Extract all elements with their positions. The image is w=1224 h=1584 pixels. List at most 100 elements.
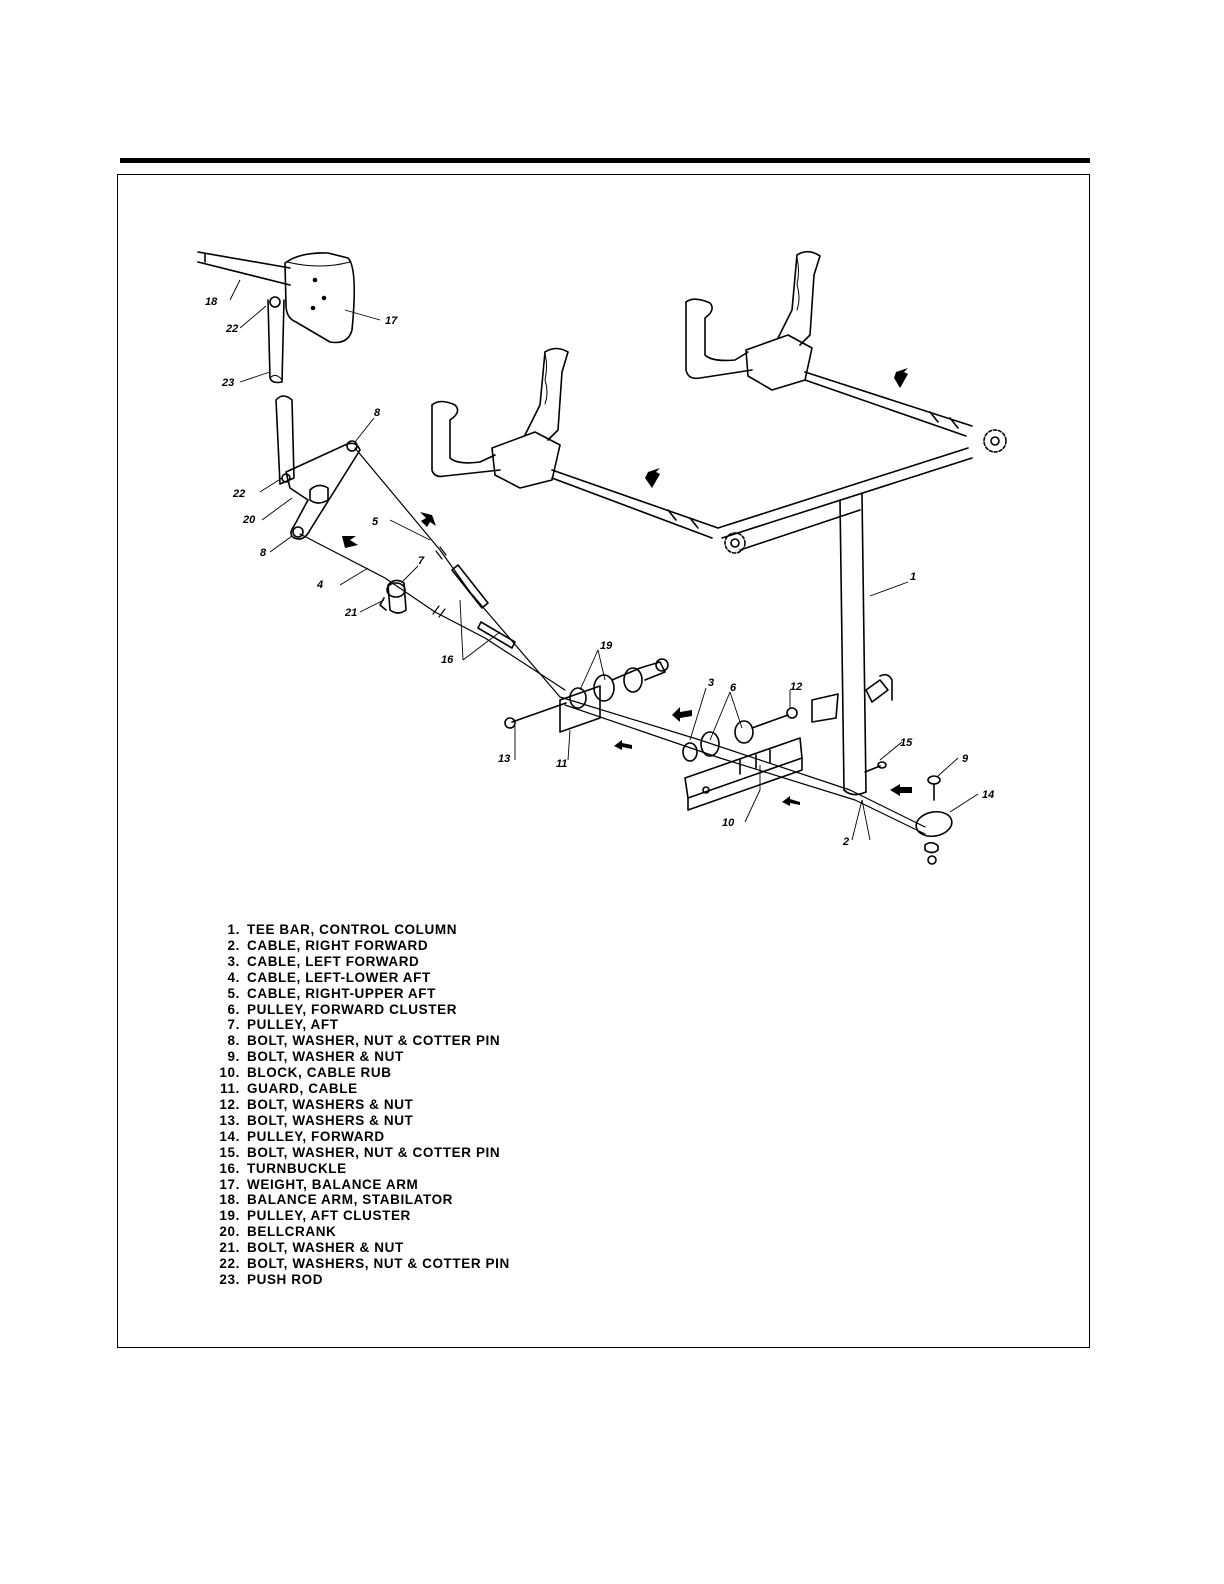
bolt-15: [864, 761, 887, 773]
legend-item: 3.CABLE, LEFT FORWARD: [200, 954, 510, 970]
legend-item: 20.BELLCRANK: [200, 1224, 510, 1240]
legend-item: 12. BOLT, WASHERS & NUT: [200, 1097, 510, 1113]
legend-item: 21.BOLT, WASHER & NUT: [200, 1240, 510, 1256]
legend-item-label: CABLE, RIGHT FORWARD: [247, 937, 429, 953]
balance-arm-stabilator: [197, 251, 291, 286]
legend-item-number: 9.: [227, 1049, 240, 1065]
legend-item: 5. CABLE, RIGHT-UPPER AFT: [200, 986, 510, 1002]
callout-13: 13: [498, 753, 510, 765]
legend-item-label: BOLT, WASHERS & NUT: [247, 1096, 414, 1112]
callout-20: 20: [242, 514, 256, 526]
legend-item: 17. WEIGHT, BALANCE ARM: [200, 1177, 510, 1193]
legend-item-number: 11.: [220, 1081, 240, 1097]
callout-19: 19: [600, 640, 613, 652]
arrow-icon: [645, 468, 660, 488]
arrow-icon: [420, 512, 436, 527]
callout-22: 22: [225, 323, 238, 335]
callout-10: 10: [722, 817, 735, 829]
legend-item: 15. BOLT, WASHER, NUT & COTTER PIN: [200, 1145, 510, 1161]
callout-23: 23: [221, 377, 234, 389]
legend-item-label: PULLEY, AFT CLUSTER: [247, 1208, 411, 1224]
sprocket-right: [983, 429, 1007, 453]
legend-item-number: 14.: [219, 1128, 240, 1144]
direction-arrows: [342, 368, 912, 806]
callout-3: 3: [708, 677, 714, 689]
legend-item-number: 12.: [219, 1096, 240, 1112]
cable-left-lower-aft: [299, 533, 566, 691]
arrow-icon: [342, 536, 358, 548]
callout-22-lower: 22: [232, 488, 245, 500]
cable-right-forward: [564, 704, 926, 835]
callout-11: 11: [556, 758, 567, 770]
callout-5: 5: [372, 516, 379, 528]
bolt-13: [504, 702, 567, 729]
legend-item-label: TEE BAR, CONTROL COLUMN: [247, 922, 458, 937]
legend-item-number: 23.: [219, 1271, 240, 1287]
turnbuckle: [451, 564, 516, 649]
cable-left-forward: [559, 696, 926, 828]
arrow-icon: [782, 796, 800, 806]
legend-item-label: CABLE, RIGHT-UPPER AFT: [247, 985, 436, 1001]
callout-2: 2: [842, 836, 849, 848]
arrow-icon: [894, 368, 908, 388]
legend-item-number: 1.: [227, 922, 240, 937]
legend-item: 2. CABLE, RIGHT FORWARD: [200, 938, 510, 954]
bellcrank: [285, 440, 361, 540]
legend-item-label: PULLEY, AFT: [247, 1017, 339, 1033]
legend-item-number: 16.: [219, 1160, 240, 1176]
parts-legend: 1. TEE BAR, CONTROL COLUMN 2. CABLE, RIGHT …: [200, 922, 510, 1288]
legend-item-number: 5.: [227, 985, 240, 1001]
legend-item-number: 19.: [219, 1208, 240, 1224]
cable-rub-block: [684, 737, 803, 811]
callout-17: 17: [385, 315, 398, 327]
legend-item: 13.BOLT, WASHERS & NUT: [200, 1113, 510, 1129]
wheel-shaft-left: [551, 469, 719, 539]
callout-7: 7: [418, 555, 425, 567]
legend-item-number: 17.: [219, 1176, 240, 1192]
legend-item-label: TURNBUCKLE: [247, 1160, 347, 1176]
legend-item-number: 8.: [227, 1033, 240, 1049]
legend-item-label: BOLT, WASHERS, NUT & COTTER PIN: [247, 1256, 510, 1272]
legend-item-label: BOLT, WASHER, NUT & COTTER PIN: [247, 1144, 501, 1160]
legend-item-number: 20.: [219, 1224, 240, 1240]
legend-item-label: PULLEY, FORWARD: [247, 1128, 385, 1144]
legend-item: 1. TEE BAR, CONTROL COLUMN: [200, 922, 510, 938]
callout-16: 16: [441, 654, 454, 666]
callout-8-lower: 8: [260, 547, 267, 559]
legend-item: 19. PULLEY, AFT CLUSTER: [200, 1208, 510, 1224]
legend-item-label: BOLT, WASHER, NUT & COTTER PIN: [247, 1033, 501, 1049]
legend-item-number: 4.: [227, 969, 240, 985]
wheel-shaft-right: [804, 371, 973, 437]
legend-item-label: CABLE, LEFT FORWARD: [247, 953, 420, 969]
callout-1: 1: [910, 571, 916, 583]
legend-item-number: 13.: [219, 1112, 240, 1128]
callout-12: 12: [790, 681, 802, 693]
legend-item: 9. BOLT, WASHER & NUT: [200, 1049, 510, 1065]
pulley-aft-cluster: [569, 658, 669, 709]
legend-item-label: BOLT, WASHER & NUT: [247, 1049, 404, 1065]
callout-15: 15: [900, 737, 913, 749]
pulley-forward: [915, 810, 953, 865]
legend-item-number: 2.: [227, 937, 240, 953]
callout-6: 6: [730, 682, 737, 694]
cable-right-upper-aft: [354, 447, 561, 698]
legend-item: 7.PULLEY, AFT: [200, 1017, 510, 1033]
legend-item: 8. BOLT, WASHER, NUT & COTTER PIN: [200, 1033, 510, 1049]
legend-item-label: BOLT, WASHER & NUT: [247, 1240, 404, 1256]
legend-item-label: PULLEY, FORWARD CLUSTER: [247, 1001, 458, 1017]
callout-8-upper: 8: [374, 407, 381, 419]
callout-18: 18: [205, 296, 218, 308]
legend-item: 23. PUSH ROD: [200, 1272, 510, 1288]
legend-item-number: 15.: [219, 1144, 240, 1160]
arrow-icon: [614, 740, 632, 750]
legend-item-label: WEIGHT, BALANCE ARM: [247, 1176, 419, 1192]
bolt-9: [927, 775, 941, 801]
leader-lines: [229, 279, 979, 841]
legend-item: 22.BOLT, WASHERS, NUT & COTTER PIN: [200, 1256, 510, 1272]
control-wheel-left: [431, 347, 569, 489]
legend-item-label: CABLE, LEFT-LOWER AFT: [247, 969, 431, 985]
tee-bar-control-column: [717, 447, 973, 796]
legend-item-number: 18.: [219, 1192, 240, 1208]
legend-item-number: 10.: [219, 1065, 240, 1081]
legend-item-label: PUSH ROD: [247, 1271, 324, 1287]
